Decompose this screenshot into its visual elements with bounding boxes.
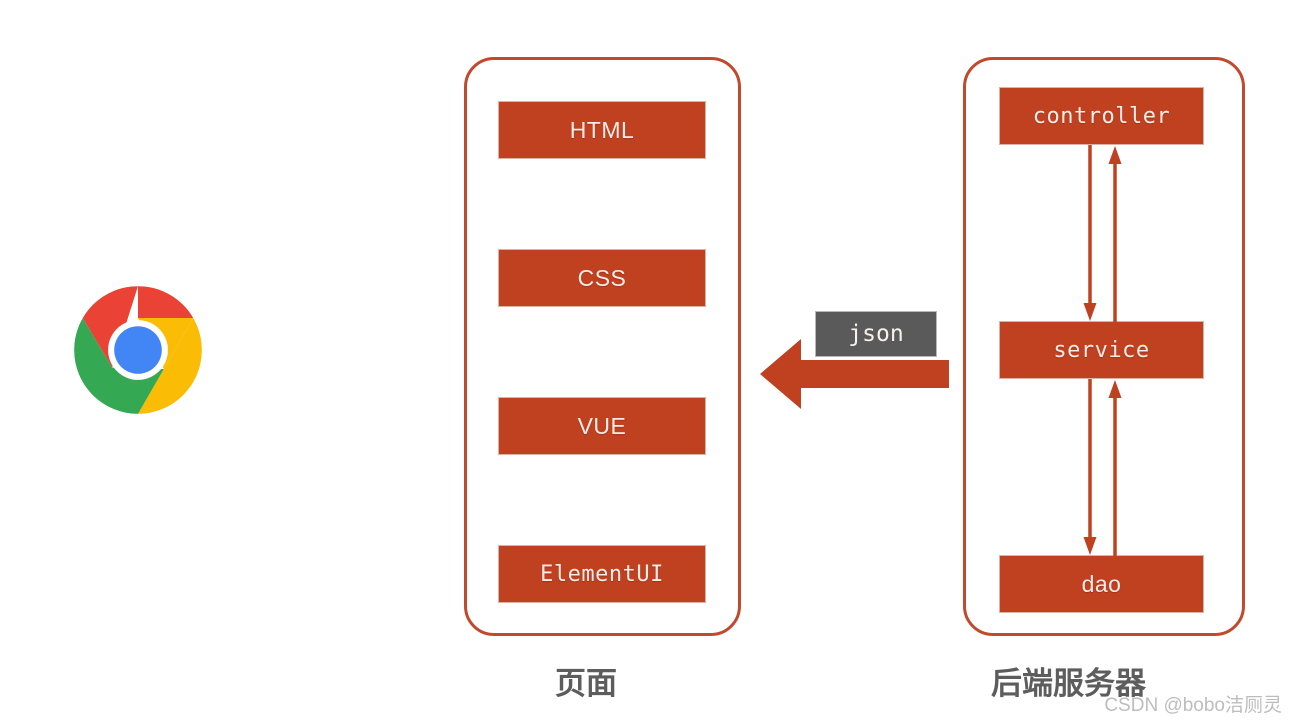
block-controller[interactable]: controller	[999, 87, 1204, 145]
block-html[interactable]: HTML	[498, 101, 706, 159]
arrows-service-dao	[1075, 379, 1135, 556]
watermark-text: CSDN @bobo洁厕灵	[1104, 695, 1282, 716]
block-service[interactable]: service	[999, 321, 1204, 379]
caption-server: 后端服务器	[991, 666, 1146, 701]
json-response-arrow	[757, 337, 949, 411]
chrome-browser-logo	[70, 282, 206, 418]
block-css[interactable]: CSS	[498, 249, 706, 307]
block-elementui[interactable]: ElementUI	[498, 545, 706, 603]
json-payload-label: json	[815, 311, 937, 357]
arrows-controller-service	[1075, 145, 1135, 322]
caption-page: 页面	[555, 666, 617, 701]
block-dao[interactable]: dao	[999, 555, 1204, 613]
block-vue[interactable]: VUE	[498, 397, 706, 455]
